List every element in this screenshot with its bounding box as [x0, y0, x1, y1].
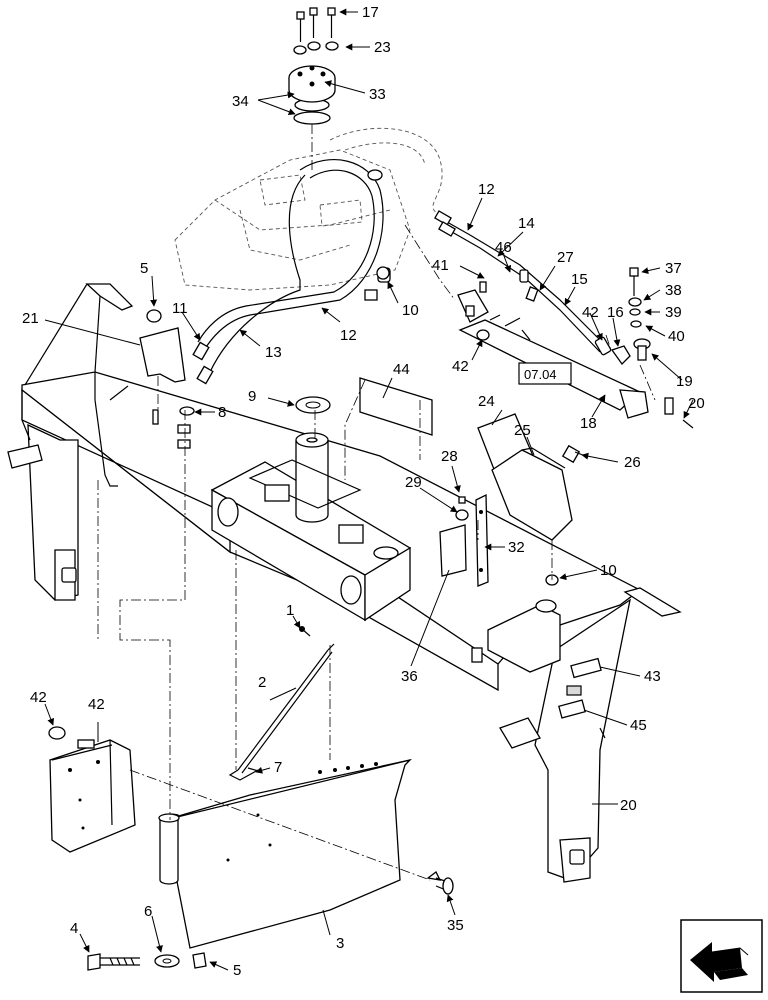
callout-labels: 17 23 33 34 12 14 46 27 41 15 37 38 39 4…	[22, 4, 705, 979]
previous-page-arrow-icon[interactable]	[680, 919, 763, 993]
callout-36: 38	[665, 282, 682, 299]
callout-44: 44	[393, 361, 410, 378]
callout-12-top: 12	[478, 181, 495, 198]
callout-10-top: 10	[402, 302, 419, 319]
callout-22: 33	[369, 86, 386, 103]
callout-42-left: 42	[30, 689, 47, 706]
pivot-cap-assembly	[288, 7, 339, 170]
callout-31: 17	[362, 4, 379, 21]
callout-18: 19	[676, 373, 693, 390]
callout-14: 14	[518, 215, 535, 232]
callout-42-top: 42	[582, 304, 599, 321]
callout-5-top: 5	[140, 260, 148, 277]
callout-38: 40	[668, 328, 685, 345]
callout-33: 35	[447, 917, 464, 934]
callout-34: 36	[401, 668, 418, 685]
assembly-centerlines	[97, 224, 656, 881]
leader-lines	[44, 8, 694, 971]
callout-41: 42	[88, 696, 105, 713]
callout-28: 28	[441, 448, 458, 465]
callout-45: 45	[630, 717, 647, 734]
callout-40: 42	[452, 358, 469, 375]
callout-35: 37	[665, 260, 682, 277]
callout-5-bottom: 5	[233, 962, 241, 979]
plates	[139, 327, 573, 587]
small-hardware	[146, 266, 589, 773]
callout-12-mid: 12	[340, 327, 357, 344]
callout-9: 9	[248, 388, 256, 405]
callout-30: 27	[557, 249, 574, 266]
phantom-hitch-outline	[174, 127, 443, 291]
callout-32: 23	[374, 39, 391, 56]
skid-shield	[158, 758, 413, 949]
callout-27: 26	[624, 454, 641, 471]
callout-19: 20	[688, 395, 705, 412]
callout-2: 2	[258, 674, 266, 691]
callout-13: 13	[265, 344, 282, 361]
callout-15: 15	[571, 271, 588, 288]
callout-26: 25	[514, 422, 531, 439]
reference-box[interactable]: 07.04	[518, 362, 572, 385]
callout-16: 16	[607, 304, 624, 321]
rod	[228, 643, 335, 781]
callout-6: 6	[144, 903, 152, 920]
callout-39: 41	[432, 257, 449, 274]
hardware-right	[476, 267, 694, 429]
callout-10-right: 10	[600, 562, 617, 579]
callout-21: 21	[22, 310, 39, 327]
callout-8: 8	[218, 404, 226, 421]
bottom-hardware	[87, 871, 454, 971]
callout-3: 3	[336, 935, 344, 952]
callout-37: 39	[665, 304, 682, 321]
callout-46: 46	[495, 239, 512, 256]
hydraulic-hoses-left	[192, 159, 391, 385]
callout-25: 24	[478, 393, 495, 410]
callout-23: 34	[232, 93, 249, 110]
hydraulic-hoses-right	[434, 210, 631, 366]
mounting-block	[48, 726, 136, 853]
callout-43: 43	[644, 668, 661, 685]
callout-11: 11	[172, 300, 188, 317]
callout-7: 7	[274, 759, 282, 776]
callout-20: 20	[620, 797, 637, 814]
callout-4: 4	[70, 920, 78, 937]
callout-24: 32	[508, 539, 525, 556]
callout-29: 29	[405, 474, 422, 491]
callout-1: 1	[286, 602, 294, 619]
reference-label: 07.04	[524, 367, 557, 382]
main-frame	[7, 283, 682, 883]
callout-17: 18	[580, 415, 597, 432]
